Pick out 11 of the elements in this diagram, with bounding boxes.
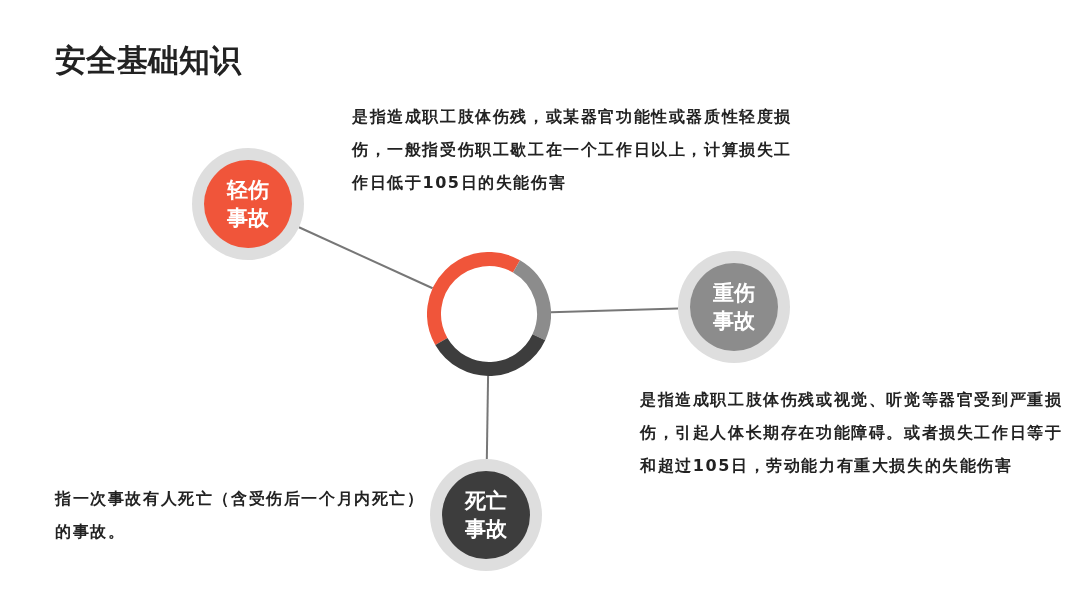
connector-line <box>549 307 679 314</box>
circle-badge: 重伤事故 <box>678 251 790 363</box>
description-text: 是指造成职工肢体伤残，或某器官功能性或器质性轻度损伤，一般指受伤职工歇工在一个工作日以上，计算损失工作日低于105日的失能伤害 <box>352 106 793 194</box>
description-text: 是指造成职工肢体伤残或视觉、听觉等器官受到严重损伤，引起人体长期存在功能障碍。或者损失工作日等于和超过105日，劳动能力有重大损失的失能伤害 <box>640 389 1064 477</box>
description-text: 指一次事故有人死亡（含受伤后一个月内死亡）的事故。 <box>55 488 425 543</box>
title: 安全基础知识 <box>55 41 241 80</box>
connector-line <box>297 226 434 290</box>
connector-line <box>485 375 490 460</box>
circle-badge: 死亡事故 <box>430 459 542 571</box>
ring-drawing <box>427 252 551 376</box>
circle-badge: 轻伤事故 <box>192 148 304 260</box>
